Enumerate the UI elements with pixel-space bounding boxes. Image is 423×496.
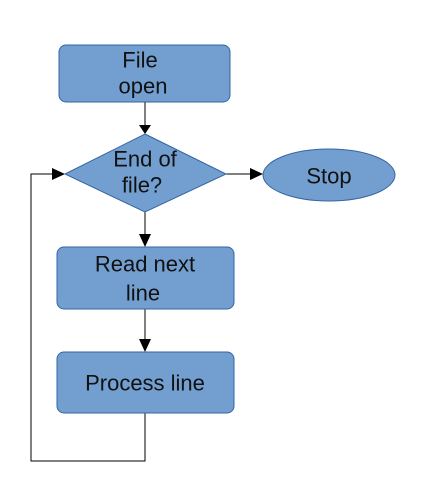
end-of-file-diamond [63,133,228,213]
process-line-box [56,351,235,414]
read-next-line-label-line-2: line [126,281,160,306]
edge-end-of-file-to-stop [226,168,263,180]
edge-end-of-file-to-read-next-line [139,212,151,247]
node-end-of-file: End of file? [63,133,228,213]
end-of-file-label-line-1: End of [113,147,177,172]
node-read-next-line: Read next line [56,246,235,310]
edges [30,102,263,462]
stop-label: Stop [306,164,351,189]
edge-process-line-loop-to-end-of-file [30,168,146,462]
node-process-line: Process line [56,351,235,414]
read-next-line-box [56,246,235,310]
node-stop: Stop [262,148,396,202]
read-next-line-label-line-1: Read next [95,252,195,277]
file-open-label-line-2: open [119,74,168,99]
edge-file-open-to-end-of-file [139,102,151,134]
stop-ellipse [262,148,396,202]
file-open-label-line-1: File [122,48,157,73]
node-file-open: File open [58,44,231,103]
file-open-box [58,44,231,103]
end-of-file-label-line-2: file? [122,173,162,198]
process-line-label: Process line [85,371,205,396]
edge-read-next-line-to-process-line [139,309,151,352]
